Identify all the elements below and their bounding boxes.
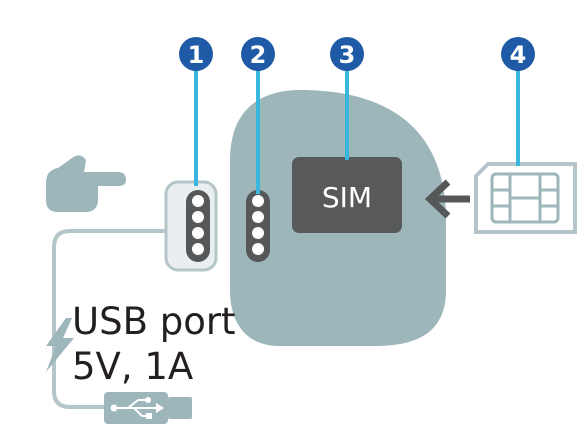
usb-cable xyxy=(52,229,166,409)
callout-4-number: 4 xyxy=(510,41,527,69)
callout-1: 1 xyxy=(179,37,213,71)
usb-port-label: USB port xyxy=(72,300,236,343)
sim-slot xyxy=(292,157,402,233)
arrow-left-icon xyxy=(424,179,470,219)
status-led-panel xyxy=(164,180,218,272)
callout-lines xyxy=(194,70,520,194)
sim-card-icon xyxy=(474,162,577,234)
sim-slot-label: SIM xyxy=(322,181,372,214)
callout-3-number: 3 xyxy=(339,41,356,69)
callout-2: 2 xyxy=(241,37,275,71)
hand-pointer-icon xyxy=(46,155,126,212)
lightning-icon xyxy=(46,318,74,372)
callout-4: 4 xyxy=(501,37,535,71)
callout-3: 3 xyxy=(330,37,364,71)
callout-1-number: 1 xyxy=(188,41,205,69)
usb-plug-icon xyxy=(104,392,192,424)
led-indicator-panel xyxy=(246,190,270,262)
usb-power-label: 5V, 1A xyxy=(72,345,194,388)
callout-2-number: 2 xyxy=(250,41,267,69)
